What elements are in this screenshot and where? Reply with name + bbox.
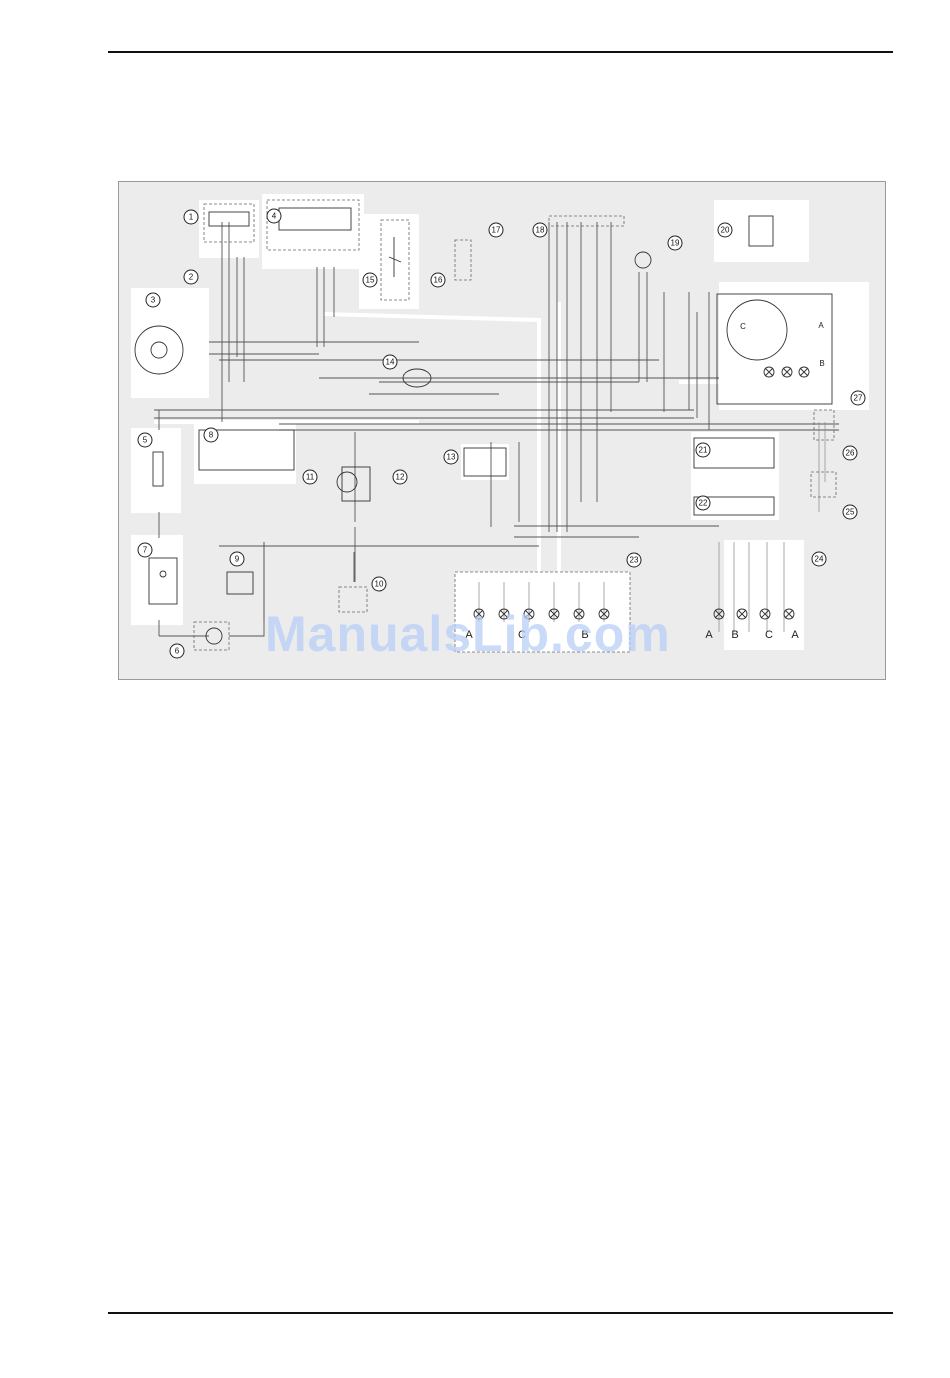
callout-8: 8 — [204, 428, 218, 442]
lamp-label-right-a2: A — [791, 629, 799, 641]
vert-4 — [317, 267, 334, 347]
svg-text:9: 9 — [235, 555, 240, 564]
svg-text:2: 2 — [189, 273, 194, 282]
harness-main — [324, 314, 539, 567]
callout-6: 6 — [170, 644, 184, 658]
svg-text:8: 8 — [209, 431, 214, 440]
footer-rule — [108, 1312, 893, 1314]
svg-text:19: 19 — [671, 239, 680, 248]
svg-text:11: 11 — [306, 473, 315, 482]
svg-text:1: 1 — [189, 213, 194, 222]
callout-2: 2 — [184, 270, 198, 284]
callout-23: 23 — [627, 553, 641, 567]
svg-text:6: 6 — [175, 647, 180, 656]
svg-text:22: 22 — [699, 499, 708, 508]
svg-text:16: 16 — [434, 276, 443, 285]
callout-18: 18 — [533, 223, 547, 237]
callout-7: 7 — [138, 543, 152, 557]
comp-18-connector — [549, 216, 624, 226]
callout-1: 1 — [184, 210, 198, 224]
callout-24: 24 — [812, 552, 826, 566]
vert-19 — [639, 272, 664, 412]
callout-16: 16 — [431, 273, 445, 287]
callout-20: 20 — [718, 223, 732, 237]
svg-text:3: 3 — [151, 296, 156, 305]
callout-12: 12 — [393, 470, 407, 484]
callout-5: 5 — [138, 433, 152, 447]
callout-9: 9 — [230, 552, 244, 566]
svg-text:4: 4 — [272, 212, 277, 221]
svg-text:7: 7 — [143, 546, 148, 555]
lamp-label-right-b: B — [731, 629, 738, 641]
svg-text:23: 23 — [630, 556, 639, 565]
svg-text:25: 25 — [846, 508, 855, 517]
callout-11: 11 — [303, 470, 317, 484]
callout-22: 22 — [696, 496, 710, 510]
callout-14: 14 — [383, 355, 397, 369]
callout-10: 10 — [372, 577, 386, 591]
dash-label-b: B — [819, 359, 824, 368]
dash-label-a: A — [818, 321, 824, 330]
callout-25: 25 — [843, 505, 857, 519]
dash-label-c: C — [740, 322, 746, 331]
svg-text:14: 14 — [386, 358, 395, 367]
svg-text:17: 17 — [492, 226, 501, 235]
panel-27 — [719, 282, 869, 410]
bus-e — [219, 360, 659, 382]
panel-4 — [262, 194, 364, 269]
callout-26: 26 — [843, 446, 857, 460]
svg-text:20: 20 — [721, 226, 730, 235]
svg-text:12: 12 — [396, 473, 405, 482]
svg-text:26: 26 — [846, 449, 855, 458]
callout-4: 4 — [267, 209, 281, 223]
svg-text:10: 10 — [375, 580, 384, 589]
callout-27: 27 — [851, 391, 865, 405]
svg-text:5: 5 — [143, 436, 148, 445]
bus-d — [319, 378, 719, 394]
vert-dash — [689, 292, 709, 430]
callout-15: 15 — [363, 273, 377, 287]
panel-3 — [131, 288, 209, 398]
lamp-label-right-c: C — [765, 629, 773, 641]
comp-11-horn — [337, 472, 357, 492]
watermark: ManualsLib.com — [265, 605, 671, 663]
callout-17: 17 — [489, 223, 503, 237]
callout-21: 21 — [696, 443, 710, 457]
panel-13 — [461, 444, 509, 480]
svg-text:24: 24 — [815, 555, 824, 564]
callout-13: 13 — [444, 450, 458, 464]
comp-16-body — [455, 240, 471, 280]
callout-19: 19 — [668, 236, 682, 250]
svg-text:15: 15 — [366, 276, 375, 285]
svg-text:18: 18 — [536, 226, 545, 235]
bus-c — [209, 342, 419, 354]
bus-a — [154, 410, 694, 418]
comp-9-relay — [227, 572, 253, 594]
vert-25 — [819, 422, 825, 512]
header-rule — [108, 51, 893, 53]
comp-26-body — [814, 410, 834, 440]
callout-3: 3 — [146, 293, 160, 307]
svg-text:27: 27 — [854, 394, 863, 403]
svg-text:21: 21 — [699, 446, 708, 455]
comp-25-body — [811, 472, 836, 497]
panel-15 — [359, 214, 419, 309]
lamp-label-right-a1: A — [705, 629, 713, 641]
comp-19-sensor — [635, 252, 651, 268]
bus-f — [514, 526, 719, 537]
svg-text:13: 13 — [447, 453, 456, 462]
